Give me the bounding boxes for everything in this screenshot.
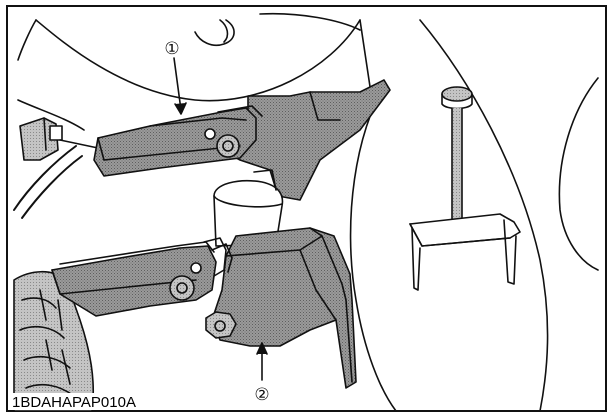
background-wheel	[349, 19, 599, 412]
callout-2-label: ②	[254, 385, 269, 404]
callout-1: ①	[164, 39, 179, 58]
puller-tool	[409, 86, 521, 291]
figure-frame	[6, 5, 607, 412]
lower-bracket	[205, 227, 357, 389]
left-pivot-post	[13, 117, 99, 219]
figure-code: 1BDAHAPAP010A	[12, 394, 136, 411]
lower-lever	[51, 237, 233, 317]
center-cylinder	[213, 169, 284, 247]
callout-1-label: ①	[164, 39, 179, 58]
upper-lever	[93, 105, 263, 177]
arrow-1	[174, 102, 187, 115]
background-body	[17, 12, 373, 131]
leader-line-1	[173, 57, 182, 111]
callout-leaders	[173, 57, 268, 381]
figure-code-bg	[9, 393, 159, 410]
arrow-2	[256, 342, 268, 355]
callout-2: ②	[254, 385, 269, 404]
